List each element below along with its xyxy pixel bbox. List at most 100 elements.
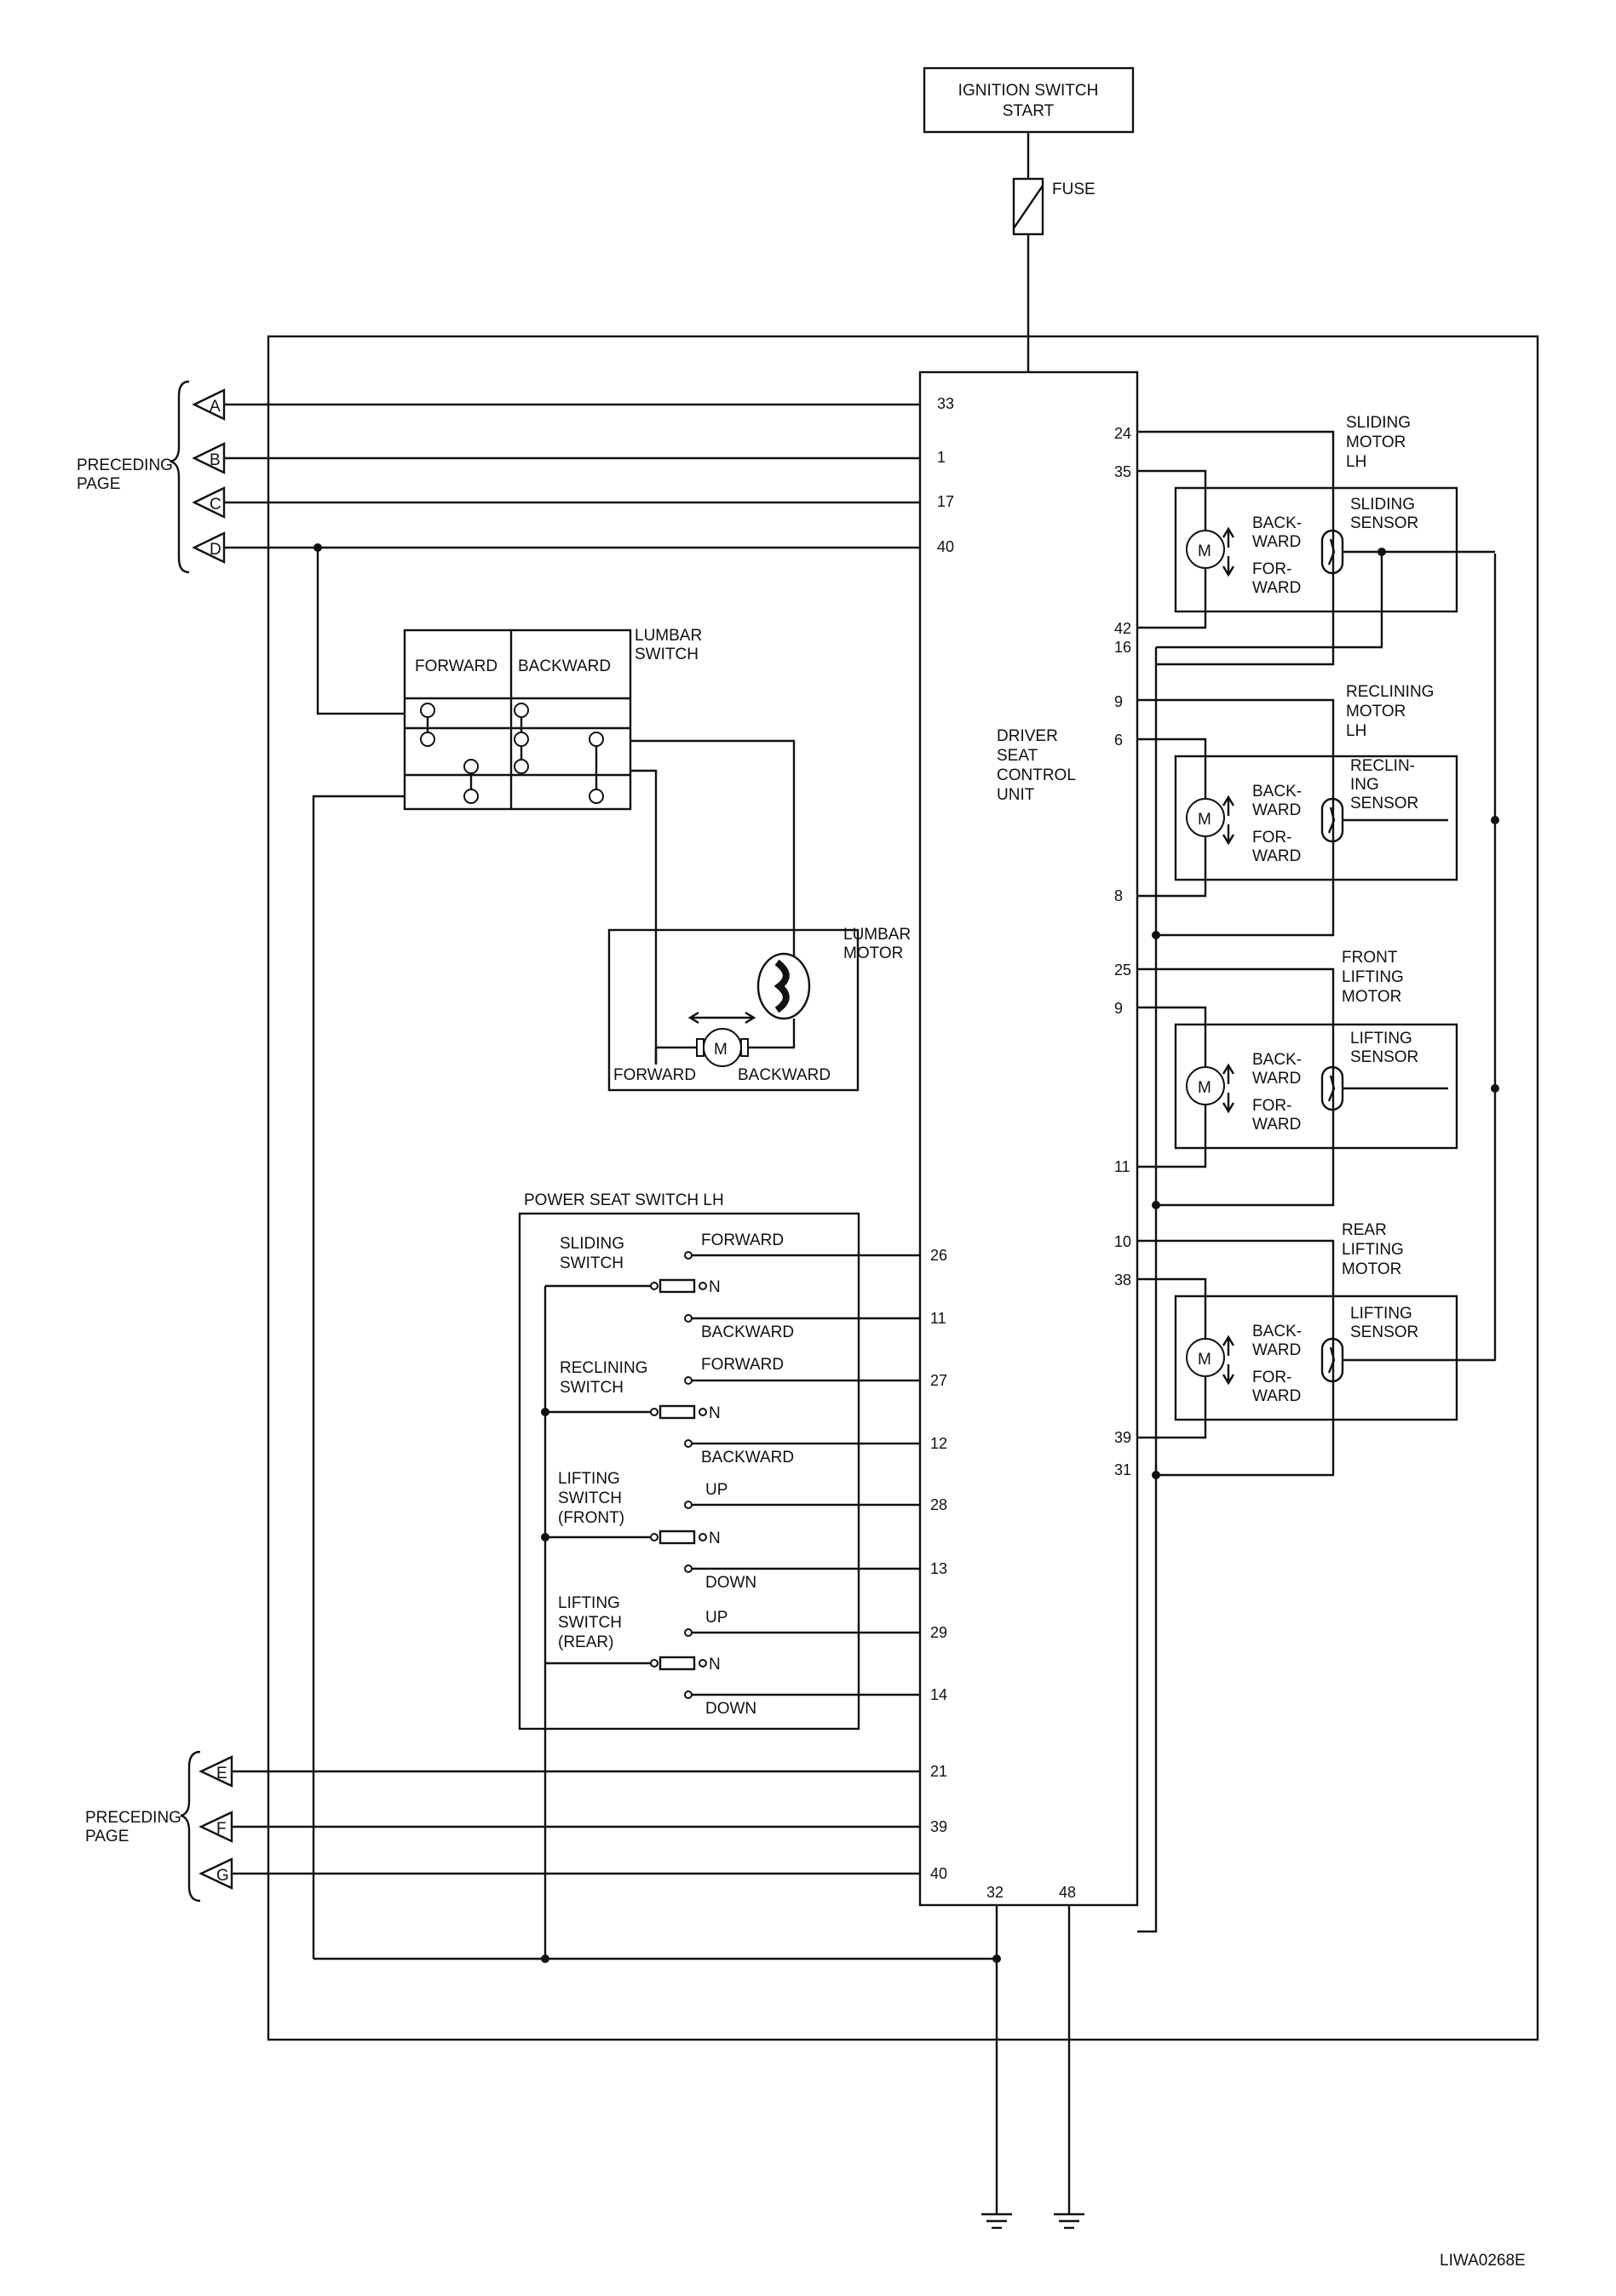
reclining-motor: RECLINING MOTOR LH BACK- WARD FOR- WARD … [1137, 683, 1458, 937]
reclining-motor-label-2: MOTOR [1346, 703, 1406, 720]
lumbar-motor-forward: FORWARD [613, 1066, 696, 1084]
lift-rear-n: N [709, 1656, 721, 1673]
reclining-sensor-1: RECLIN- [1350, 757, 1415, 775]
rear-lift-back-2: WARD [1252, 1341, 1301, 1359]
pin-12: 12 [930, 1435, 947, 1452]
sliding-motor-label-3: LH [1346, 453, 1366, 471]
lumbar-switch-label-1: LUMBAR [635, 627, 702, 645]
ground-symbol-1 [981, 2213, 1012, 2230]
lumbar-motor-label-1: LUMBAR [843, 926, 911, 944]
sliding-back-2: WARD [1252, 533, 1301, 551]
connector-g-label: G [216, 1867, 229, 1885]
reclining-sensor-3: SENSOR [1350, 795, 1418, 812]
front-lift-label-2: LIFTING [1342, 968, 1404, 986]
pin-26: 26 [930, 1247, 947, 1264]
power-seat-switch: POWER SEAT SWITCH LH [518, 1191, 860, 1731]
preceding-page-bottom-1: PRECEDING [85, 1809, 181, 1827]
front-lifting-motor: FRONT LIFTING MOTOR BACK- WARD FOR- WARD… [1137, 949, 1458, 1207]
front-lift-for-1: FOR- [1252, 1097, 1291, 1115]
lift-front-label-1: LIFTING [558, 1470, 620, 1488]
driver-seat-control-unit: DRIVER SEAT CONTROL UNIT [918, 370, 1139, 1907]
reclining-back-1: BACK- [1252, 783, 1302, 801]
connector-b: B [192, 442, 920, 474]
control-unit-label-1: DRIVER [997, 727, 1058, 745]
pin-10: 10 [1114, 1233, 1131, 1250]
pin-35: 35 [1114, 463, 1131, 480]
pin-48: 48 [1059, 1884, 1076, 1901]
lift-rear-label-2: SWITCH [558, 1614, 622, 1632]
pin-8: 8 [1114, 887, 1123, 904]
pin-9-b: 9 [1114, 1000, 1123, 1017]
pin-39-right: 39 [1114, 1429, 1131, 1446]
rear-lift-for-1: FOR- [1252, 1369, 1291, 1386]
connector-a: A [192, 388, 920, 421]
lumbar-switch-forward: FORWARD [415, 657, 497, 675]
rear-lifting-motor: REAR LIFTING MOTOR BACK- WARD FOR- WARD … [1137, 1221, 1458, 1477]
pin-32: 32 [986, 1884, 1004, 1901]
lumbar-switch: FORWARD BACKWARD LUMBAR SWITCH [403, 627, 702, 811]
lift-rear-label-3: (REAR) [558, 1633, 613, 1651]
sliding-switch: SLIDING SWITCH FORWARD N BACKWARD [545, 1231, 920, 1341]
control-unit-label-4: UNIT [997, 786, 1035, 804]
connector-e-label: E [216, 1765, 227, 1782]
rear-lift-back-1: BACK- [1252, 1323, 1302, 1340]
ground-symbol-2 [1054, 2213, 1084, 2230]
lift-front-down: DOWN [705, 1574, 756, 1592]
preceding-page-bottom: PRECEDING PAGE [85, 1750, 201, 1903]
connector-b-label: B [210, 451, 221, 469]
lumbar-motor: LUMBAR MOTOR M FORWARD BACKWARD [607, 926, 911, 1092]
pin-40-bottom: 40 [930, 1865, 947, 1882]
outer-frame [267, 335, 1539, 2041]
pin-27: 27 [930, 1372, 947, 1389]
pin-24: 24 [1114, 425, 1131, 442]
sliding-sensor-1: SLIDING [1350, 496, 1415, 514]
pin-17: 17 [937, 493, 954, 510]
control-unit-label-2: SEAT [997, 747, 1038, 765]
pin-13: 13 [930, 1560, 947, 1577]
pin-38: 38 [1114, 1271, 1131, 1289]
lumbar-motor-label-2: MOTOR [843, 944, 903, 962]
control-unit-label-3: CONTROL [997, 766, 1076, 784]
sliding-switch-n: N [709, 1278, 721, 1296]
reclining-switch-label-2: SWITCH [560, 1379, 624, 1397]
fuse-label: FUSE [1052, 181, 1096, 198]
preceding-page-top-2: PAGE [77, 475, 120, 493]
lumbar-switch-label-2: SWITCH [635, 646, 699, 663]
pin-33: 33 [937, 395, 954, 412]
reclining-switch-backward: BACKWARD [701, 1449, 794, 1467]
front-lift-for-2: WARD [1252, 1116, 1301, 1134]
front-lift-sensor-1: LIFTING [1350, 1030, 1412, 1048]
reclining-for-2: WARD [1252, 847, 1301, 865]
pin-42: 42 [1114, 620, 1131, 637]
pin-16: 16 [1114, 639, 1131, 656]
reclining-switch-forward: FORWARD [701, 1356, 784, 1374]
lift-rear-up: UP [705, 1609, 727, 1627]
lifting-switch-rear: LIFTING SWITCH (REAR) UP N DOWN [545, 1594, 920, 1718]
connector-c: C [192, 486, 920, 519]
rear-lift-label-2: LIFTING [1342, 1241, 1404, 1259]
sliding-for-1: FOR- [1252, 560, 1291, 578]
reclining-motor-label-1: RECLINING [1346, 683, 1434, 701]
lifting-switch-front: LIFTING SWITCH (FRONT) UP N DOWN [541, 1470, 920, 1592]
figure-code: LIWA0268E [1440, 2252, 1526, 2270]
pin-31: 31 [1114, 1461, 1131, 1478]
sliding-switch-label-2: SWITCH [560, 1254, 624, 1272]
ignition-label-2: START [1003, 102, 1055, 120]
pin-39-left: 39 [930, 1818, 947, 1835]
pin-9-a: 9 [1114, 693, 1123, 710]
reclining-switch-label-1: RECLINING [560, 1359, 647, 1377]
rear-lift-sensor-2: SENSOR [1350, 1323, 1418, 1341]
sliding-motor-label-1: SLIDING [1346, 414, 1411, 432]
pin-29: 29 [930, 1624, 947, 1641]
lift-rear-label-1: LIFTING [558, 1594, 620, 1612]
preceding-page-top: PRECEDING PAGE [77, 380, 190, 574]
lift-front-up: UP [705, 1481, 727, 1499]
ignition-switch: IGNITION SWITCH START [923, 66, 1135, 134]
rear-lift-label-1: REAR [1342, 1221, 1387, 1239]
rear-lift-sensor-1: LIFTING [1350, 1305, 1412, 1323]
pin-40-top: 40 [937, 538, 954, 555]
preceding-page-top-1: PRECEDING [77, 456, 173, 474]
sliding-switch-forward: FORWARD [701, 1231, 784, 1249]
reclining-for-1: FOR- [1252, 829, 1291, 847]
